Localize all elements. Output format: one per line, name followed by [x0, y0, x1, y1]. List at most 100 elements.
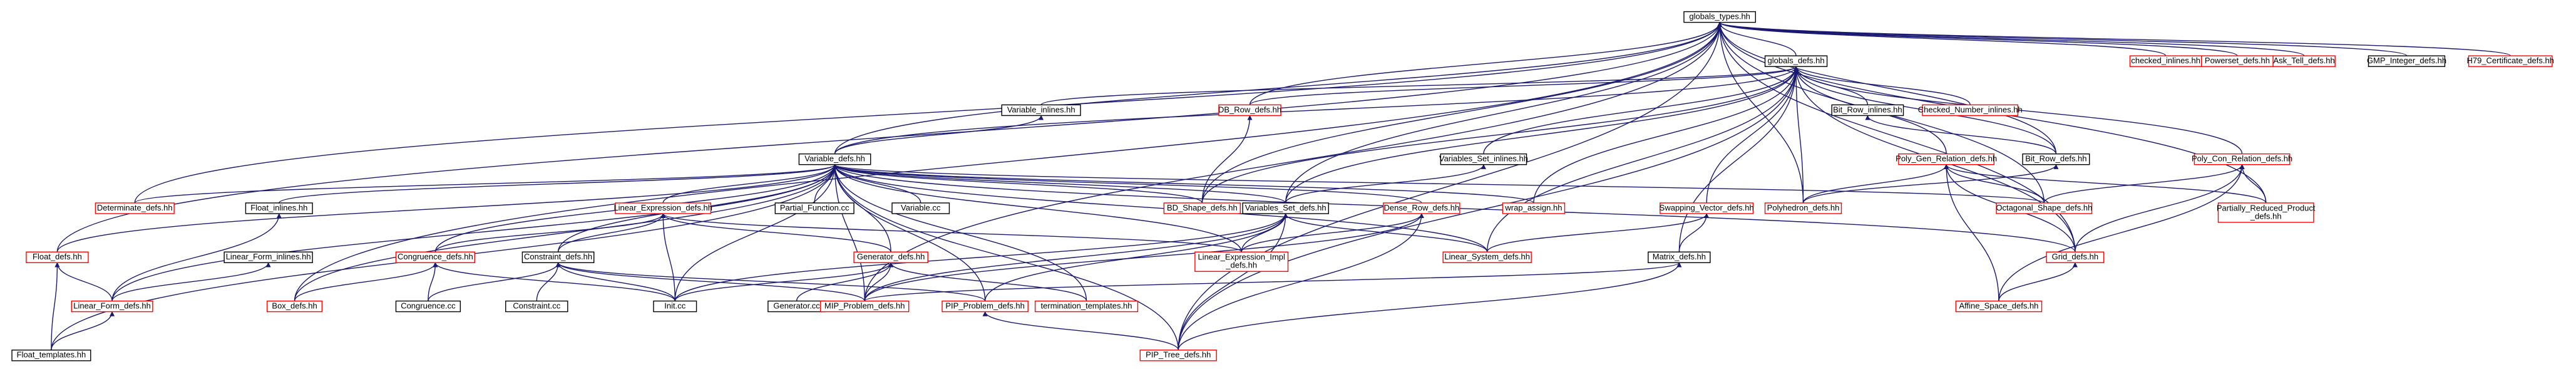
node-box-generator_defs[interactable] [853, 251, 928, 263]
node-pip_problem_defs[interactable]: PIP_Problem_defs.hh [942, 300, 1029, 313]
node-box-linear_expression_defs[interactable] [615, 202, 712, 214]
node-db_row_defs[interactable]: DB_Row_defs.hh [1218, 104, 1281, 117]
node-box-partial_function_cc[interactable] [774, 202, 854, 214]
node-box-swapping_vector_defs[interactable] [1660, 202, 1754, 214]
node-box-polyhedron_defs[interactable] [1764, 202, 1842, 214]
node-box-poly_gen_relation_defs[interactable] [1898, 153, 1995, 165]
node-box-variable_cc[interactable] [891, 202, 950, 214]
node-box-determinate_defs[interactable] [95, 202, 175, 214]
node-linear_form_inlines[interactable]: Linear_Form_inlines.hh [223, 251, 313, 263]
node-poly_gen_relation_defs[interactable]: Poly_Gen_Relation_defs.hh [1896, 153, 1997, 165]
node-box-constraint_cc[interactable] [505, 300, 568, 313]
node-swapping_vector_defs[interactable]: Swapping_Vector_defs.hh [1660, 202, 1754, 214]
edge-mip_problem_defs-to-constraint_defs [555, 262, 865, 301]
node-variable_cc[interactable]: Variable.cc [891, 202, 950, 214]
node-box-poly_con_relation_defs[interactable] [2194, 153, 2291, 165]
node-box-mip_problem_defs[interactable] [820, 300, 910, 313]
node-box-constraint_defs[interactable] [521, 251, 595, 263]
node-box-linear_expression_impl_defs[interactable] [1194, 251, 1289, 272]
node-box-congruence_defs[interactable] [395, 251, 475, 263]
node-generator_defs[interactable]: Generator_defs.hh [853, 251, 928, 263]
node-polyhedron_defs[interactable]: Polyhedron_defs.hh [1764, 202, 1842, 214]
node-globals_types[interactable]: globals_types.hh [1683, 11, 1756, 23]
node-box-variables_set_inlines[interactable] [1440, 153, 1527, 165]
node-linear_system_defs[interactable]: Linear_System_defs.hh [1442, 251, 1532, 263]
node-box-bd_shape_defs[interactable] [1163, 202, 1241, 214]
node-variables_set_inlines[interactable]: Variables_Set_inlines.hh [1439, 153, 1528, 165]
node-box-wrap_assign[interactable] [1502, 202, 1566, 214]
node-label-partially_reduced_product_defs: Partially_Reduced_Product [2217, 203, 2316, 212]
node-box-dense_row_defs[interactable] [1383, 202, 1460, 214]
node-box-globals_types[interactable] [1683, 11, 1756, 23]
node-variables_set_defs[interactable]: Variables_Set_defs.hh [1242, 202, 1329, 214]
node-bd_shape_defs[interactable]: BD_Shape_defs.hh [1163, 202, 1241, 214]
node-box-variable_defs[interactable] [798, 153, 871, 165]
node-congruence_cc[interactable]: Congruence.cc [395, 300, 461, 313]
node-box-variable_inlines[interactable] [1001, 104, 1081, 117]
node-globals_defs[interactable]: globals_defs.hh [1764, 55, 1828, 67]
node-float_defs[interactable]: Float_defs.hh [26, 251, 89, 263]
node-init_cc[interactable]: Init.cc [653, 300, 697, 313]
node-congruence_defs[interactable]: Congruence_defs.hh [395, 251, 475, 263]
node-box-checked_number_inlines[interactable] [1922, 104, 2019, 117]
node-box-partially_reduced_product_defs[interactable] [2217, 202, 2314, 223]
node-affine_space_defs[interactable]: Affine_Space_defs.hh [1955, 300, 2043, 313]
node-termination_templates[interactable]: termination_templates.hh [1034, 300, 1139, 313]
node-box-box_defs[interactable] [267, 300, 323, 313]
node-checked_number_inlines[interactable]: Checked_Number_inlines.hh [1918, 104, 2023, 117]
node-box-float_inlines[interactable] [245, 202, 313, 214]
node-bit_row_defs[interactable]: Bit_Row_defs.hh [2022, 153, 2090, 165]
node-linear_form_defs[interactable]: Linear_Form_defs.hh [71, 300, 153, 313]
node-constraint_cc[interactable]: Constraint.cc [505, 300, 568, 313]
node-box-octagonal_shape_defs[interactable] [1996, 202, 2093, 214]
node-partially_reduced_product_defs[interactable]: Partially_Reduced_Product_defs.hh [2217, 202, 2316, 223]
node-partial_function_cc[interactable]: Partial_Function.cc [774, 202, 854, 214]
node-grid_defs[interactable]: Grid_defs.hh [2046, 251, 2105, 263]
node-box-matrix_defs[interactable] [1648, 251, 1711, 263]
node-wrap_assign[interactable]: wrap_assign.hh [1502, 202, 1566, 214]
node-generator_cc[interactable]: Generator.cc [767, 300, 826, 313]
node-box-init_cc[interactable] [653, 300, 697, 313]
node-box-globals_defs[interactable] [1764, 55, 1828, 67]
node-box-h79_certificate_defs[interactable] [2468, 55, 2553, 67]
node-box-float_defs[interactable] [26, 251, 89, 263]
node-determinate_defs[interactable]: Determinate_defs.hh [95, 202, 175, 214]
node-box-float_templates[interactable] [11, 350, 91, 361]
node-box-bit_row_inlines[interactable] [1831, 104, 1904, 117]
node-linear_expression_impl_defs[interactable]: Linear_Expression_Impl_defs.hh [1194, 251, 1289, 272]
node-constraint_defs[interactable]: Constraint_defs.hh [521, 251, 595, 263]
node-float_inlines[interactable]: Float_inlines.hh [245, 202, 313, 214]
node-box-pip_problem_defs[interactable] [942, 300, 1029, 313]
node-bit_row_inlines[interactable]: Bit_Row_inlines.hh [1831, 104, 1904, 117]
node-octagonal_shape_defs[interactable]: Octagonal_Shape_defs.hh [1996, 202, 2093, 214]
node-box-grid_defs[interactable] [2046, 251, 2105, 263]
node-gmp_integer_defs[interactable]: GMP_Integer_defs.hh [2367, 55, 2446, 67]
node-box-congruence_cc[interactable] [395, 300, 461, 313]
node-float_templates[interactable]: Float_templates.hh [11, 350, 91, 361]
node-box-affine_space_defs[interactable] [1955, 300, 2043, 313]
node-box-termination_templates[interactable] [1034, 300, 1139, 313]
node-box-pip_tree_defs[interactable] [1139, 350, 1217, 361]
node-matrix_defs[interactable]: Matrix_defs.hh [1648, 251, 1711, 263]
node-ask_tell_defs[interactable]: Ask_Tell_defs.hh [2272, 55, 2336, 67]
node-variable_inlines[interactable]: Variable_inlines.hh [1001, 104, 1081, 117]
node-poly_con_relation_defs[interactable]: Poly_Con_Relation_defs.hh [2192, 153, 2292, 165]
node-box-linear_form_inlines[interactable] [223, 251, 313, 263]
node-box-bit_row_defs[interactable] [2022, 153, 2090, 165]
node-box-ask_tell_defs[interactable] [2272, 55, 2336, 67]
node-box_defs[interactable]: Box_defs.hh [267, 300, 323, 313]
node-variable_defs[interactable]: Variable_defs.hh [798, 153, 871, 165]
node-linear_expression_defs[interactable]: Linear_Expression_defs.hh [613, 202, 712, 214]
node-dense_row_defs[interactable]: Dense_Row_defs.hh [1383, 202, 1460, 214]
node-label-grid_defs: Grid_defs.hh [2052, 252, 2098, 261]
node-box-db_row_defs[interactable] [1218, 104, 1281, 117]
node-box-variables_set_defs[interactable] [1242, 202, 1329, 214]
node-powerset_defs[interactable]: Powerset_defs.hh [2201, 55, 2274, 67]
node-mip_problem_defs[interactable]: MIP_Problem_defs.hh [820, 300, 910, 313]
node-h79_certificate_defs[interactable]: H79_Certificate_defs.hh [2466, 55, 2554, 67]
node-box-linear_system_defs[interactable] [1442, 251, 1532, 263]
node-box-gmp_integer_defs[interactable] [2368, 55, 2446, 67]
node-checked_inlines[interactable]: checked_inlines.hh [2129, 55, 2202, 67]
node-pip_tree_defs[interactable]: PIP_Tree_defs.hh [1139, 350, 1217, 361]
node-box-linear_form_defs[interactable] [71, 300, 153, 313]
